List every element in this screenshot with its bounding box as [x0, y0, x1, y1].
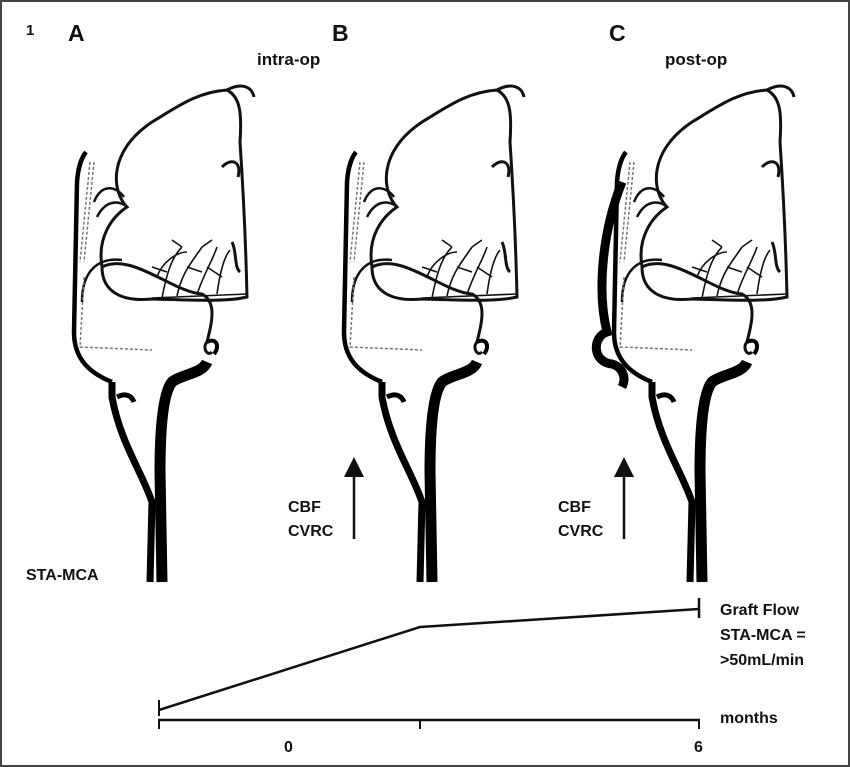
panel-b-anatomy — [344, 86, 524, 582]
graft-flow-label: Graft Flow STA-MCA = >50mL/min — [720, 598, 806, 673]
figure-number: 1 — [26, 22, 35, 39]
sta-graft — [591, 180, 629, 390]
arrow-b-label: CBF CVRC — [288, 496, 333, 544]
procedure-label: STA-MCA — [26, 567, 99, 584]
cbf-label: CBF — [558, 499, 591, 516]
arrow-b — [344, 457, 364, 539]
panel-c-anatomy — [614, 86, 794, 582]
panel-c-letter: C — [609, 20, 626, 46]
cvrc-label: CVRC — [558, 523, 604, 540]
graft-flow-line2: STA-MCA = — [720, 627, 806, 644]
graft-flow-line1: Graft Flow — [720, 602, 800, 619]
panel-b-letter: B — [332, 20, 349, 46]
panel-a-letter: A — [68, 20, 85, 46]
graft-flow-line3: >50mL/min — [720, 652, 805, 669]
panel-c-subtitle: post-op — [665, 50, 728, 69]
arrow-c — [614, 457, 634, 539]
tick-label-6: 6 — [694, 739, 703, 756]
cbf-label: CBF — [288, 499, 321, 516]
arrow-c-label: CBF CVRC — [558, 496, 603, 544]
axis-label-months: months — [720, 710, 778, 727]
cvrc-label: CVRC — [288, 523, 334, 540]
panel-b-subtitle: intra-op — [257, 50, 321, 69]
panel-a-anatomy — [74, 86, 254, 582]
tick-label-0: 0 — [284, 739, 293, 756]
graft-flow-line — [158, 607, 700, 712]
